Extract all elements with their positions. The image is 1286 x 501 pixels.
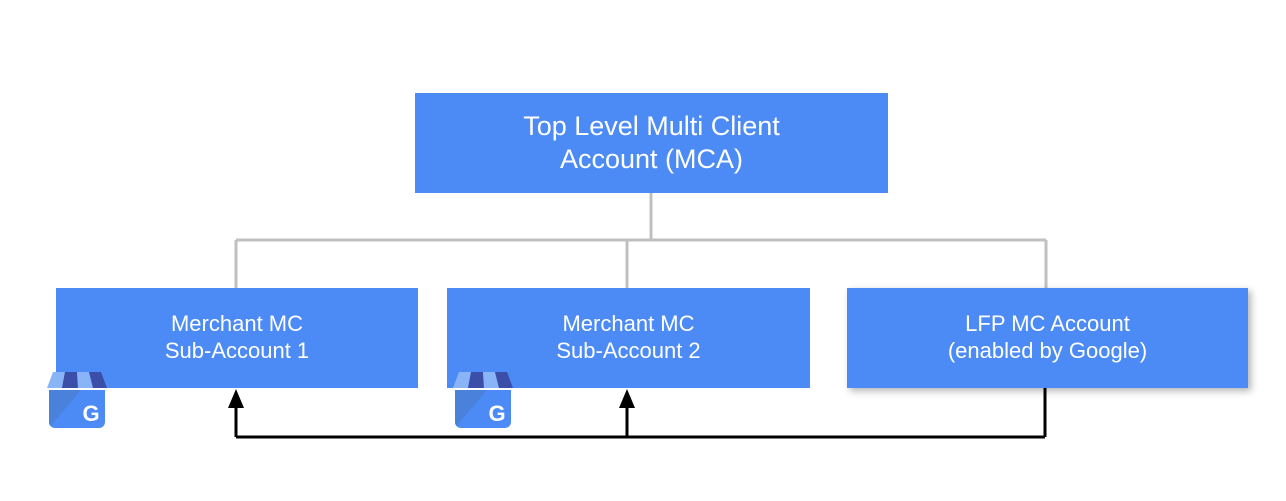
google-my-business-storefront-icon: G (453, 372, 513, 428)
arrowhead-sub2-icon (619, 389, 635, 408)
node-lfp-mc-account-label: LFP MC Account (enabled by Google) (947, 311, 1148, 363)
node-merchant-sub-account-2[interactable]: Merchant MC Sub-Account 2 (447, 288, 810, 388)
node-lfp-mc-account[interactable]: LFP MC Account (enabled by Google) (847, 288, 1248, 388)
lfp-feedback-arrows (234, 388, 1047, 439)
node-top-level-mca-label: Top Level Multi Client Account (MCA) (523, 111, 780, 174)
node-merchant-sub-account-2-label: Merchant MC Sub-Account 2 (556, 311, 701, 363)
tree-connectors (234, 193, 1048, 288)
node-merchant-sub-account-1-label: Merchant MC Sub-Account 1 (164, 311, 310, 363)
node-merchant-sub-account-1[interactable]: Merchant MC Sub-Account 1 (56, 288, 418, 388)
node-top-level-mca[interactable]: Top Level Multi Client Account (MCA) (415, 93, 888, 193)
storefront-g-letter: G (82, 401, 99, 426)
arrowhead-sub1-icon (228, 389, 244, 408)
google-my-business-storefront-icon: G (47, 372, 107, 428)
storefront-g-letter: G (488, 401, 505, 426)
